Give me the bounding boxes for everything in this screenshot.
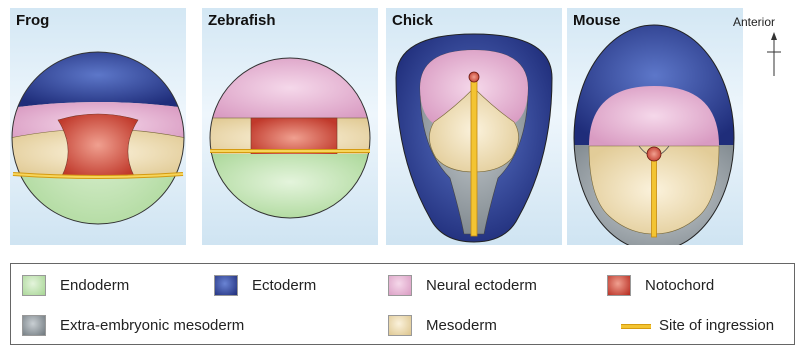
zebrafish-embryo-diagram: [202, 8, 378, 245]
neural-ectoderm-swatch: [388, 275, 412, 296]
extra-embryonic-mesoderm-swatch: [22, 315, 46, 336]
notochord-swatch: [607, 275, 631, 296]
legend-label: Extra-embryonic mesoderm: [60, 317, 244, 334]
legend-item-ectoderm: Ectoderm: [214, 275, 316, 296]
mouse-ingression-site: [652, 156, 657, 237]
legend-label: Ectoderm: [252, 277, 316, 294]
legend-item-extra-embryonic-mesoderm: Extra-embryonic mesoderm: [22, 315, 244, 336]
anterior-arrow-icon: [764, 30, 784, 78]
panel-title: Zebrafish: [208, 12, 276, 29]
legend-item-endoderm: Endoderm: [22, 275, 129, 296]
ingression-line-swatch: [621, 315, 651, 336]
endoderm-swatch: [22, 275, 46, 296]
zebrafish-neural-ectoderm: [202, 56, 378, 120]
legend-label: Notochord: [645, 277, 714, 294]
frog-embryo-diagram: [10, 8, 186, 245]
legend-item-mesoderm: Mesoderm: [388, 315, 497, 336]
legend-label: Site of ingression: [659, 317, 774, 334]
chick-ingression-site: [471, 78, 477, 236]
mouse-notochord: [647, 147, 661, 161]
mouse-embryo-diagram: [567, 8, 743, 245]
legend: Endoderm Ectoderm Neural ectoderm Notoch…: [10, 263, 795, 345]
frog-panel: Frog: [10, 8, 186, 245]
panel-title: Chick: [392, 12, 433, 29]
legend-label: Endoderm: [60, 277, 129, 294]
anterior-label: Anterior: [733, 15, 775, 29]
zebrafish-panel: Zebrafish: [202, 8, 378, 245]
chick-embryo-diagram: [386, 8, 562, 245]
legend-item-neural-ectoderm: Neural ectoderm: [388, 275, 537, 296]
mesoderm-swatch: [388, 315, 412, 336]
panel-title: Frog: [16, 12, 49, 29]
legend-label: Mesoderm: [426, 317, 497, 334]
mouse-panel: Mouse: [567, 8, 743, 245]
chick-notochord: [469, 72, 479, 82]
frog-notochord: [58, 114, 138, 176]
legend-item-notochord: Notochord: [607, 275, 714, 296]
chick-panel: Chick: [386, 8, 562, 245]
legend-item-site-of-ingression: Site of ingression: [621, 315, 774, 336]
panel-title: Mouse: [573, 12, 621, 29]
ectoderm-swatch: [214, 275, 238, 296]
legend-label: Neural ectoderm: [426, 277, 537, 294]
